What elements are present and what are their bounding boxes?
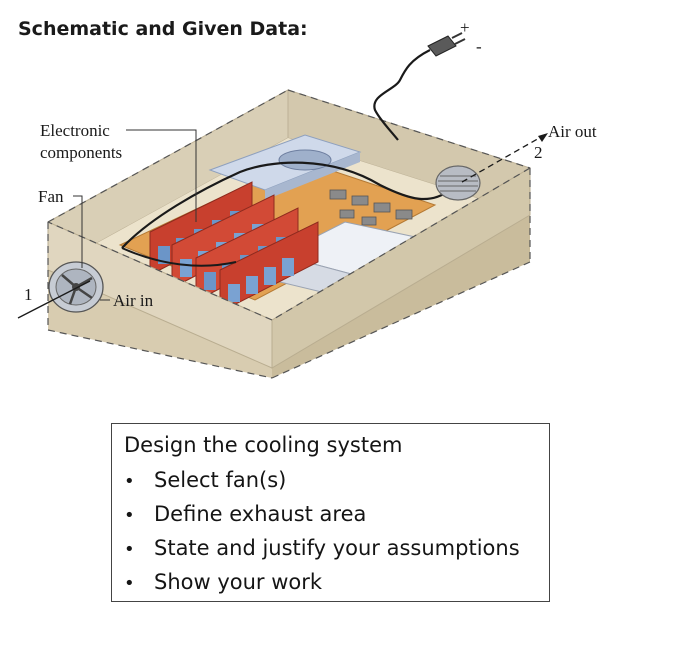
air-out-arrowhead <box>538 133 548 142</box>
bullet-icon: • <box>124 505 135 526</box>
page-title: Schematic and Given Data: <box>18 18 308 40</box>
task-title: Design the cooling system <box>124 433 403 457</box>
air-in-flow-line <box>17 280 91 319</box>
task-item: • Show your work <box>124 566 520 600</box>
exhaust-vent <box>435 165 481 201</box>
station-2-label: 2 <box>534 143 543 162</box>
task-item: • State and justify your assumptions <box>124 532 520 566</box>
plug-minus-sign: - <box>476 37 482 56</box>
lid-dashed-outline <box>47 89 531 379</box>
electronic-components-label-line1: Electronic <box>40 121 110 140</box>
power-plug-icon <box>427 32 466 57</box>
air-in-label: Air in <box>113 291 154 310</box>
task-item: • Select fan(s) <box>124 464 520 498</box>
air-out-label: Air out <box>548 122 597 141</box>
task-item-text: Select fan(s) <box>154 468 287 492</box>
bullet-icon: • <box>124 573 135 594</box>
intake-fan <box>48 261 104 313</box>
internal-cable-loop <box>121 247 237 267</box>
board-chips <box>329 189 413 226</box>
task-item: • Define exhaust area <box>124 498 520 532</box>
expansion-cards <box>149 181 319 313</box>
plug-plus-sign: + <box>460 18 470 37</box>
station-1-label: 1 <box>24 285 33 304</box>
fan-label: Fan <box>38 187 64 206</box>
task-list: • Select fan(s) • Define exhaust area • Sta… <box>124 464 520 600</box>
box-front-panel-left <box>48 270 272 378</box>
task-item-text: Show your work <box>154 570 323 594</box>
fan-leader <box>73 195 83 268</box>
air-out-flow-line <box>461 132 549 183</box>
cooling-schematic-diagram: + - Electronic components Fan Air in Air… <box>17 18 597 379</box>
electronic-components-label-line2: components <box>40 143 122 162</box>
electronic-components-leader <box>126 129 197 222</box>
task-item-text: State and justify your assumptions <box>154 536 520 560</box>
design-task-box: Design the cooling system • Select fan(s)… <box>111 423 550 602</box>
bullet-icon: • <box>124 471 135 492</box>
task-item-text: Define exhaust area <box>154 502 367 526</box>
power-cord <box>373 49 431 141</box>
bullet-icon: • <box>124 539 135 560</box>
box-front-panel-right <box>272 215 530 378</box>
internal-cable <box>121 161 451 249</box>
